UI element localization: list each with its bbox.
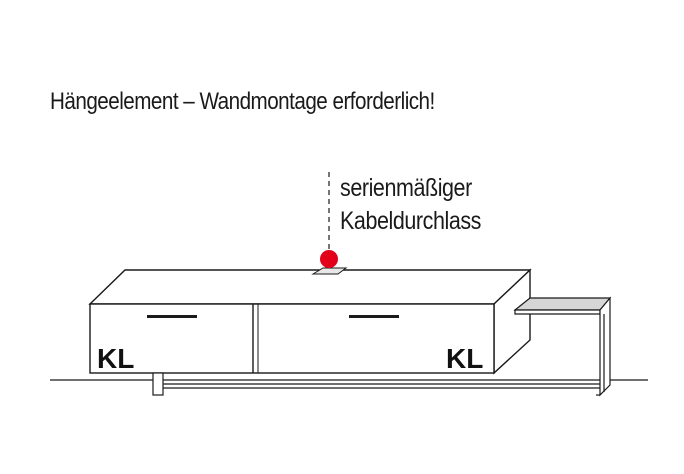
sideboard-top: [88, 269, 532, 305]
cable-outlet: [311, 267, 348, 275]
side-table: [513, 296, 612, 397]
base-leg: [152, 372, 164, 396]
side-table-top: [513, 297, 612, 311]
right-door-label: KL: [446, 343, 483, 374]
left-door-label: KL: [97, 343, 134, 374]
callout-line-2: Kabeldurchlass: [340, 207, 481, 235]
page-heading: Hängeelement – Wandmontage erforderlich!: [50, 88, 435, 115]
cable-outlet-marker: [320, 250, 338, 268]
sideboard-front: [89, 303, 495, 374]
side-table-top-edge: [514, 309, 601, 315]
left-door-handle: [147, 315, 197, 318]
side-table-leg: [599, 296, 611, 397]
right-door-handle: [349, 315, 399, 318]
cable-outlet-callout: serienmäßiger Kabeldurchlass: [340, 172, 481, 238]
callout-line-1: serienmäßiger: [340, 174, 472, 202]
sideboard-base: [152, 372, 600, 396]
